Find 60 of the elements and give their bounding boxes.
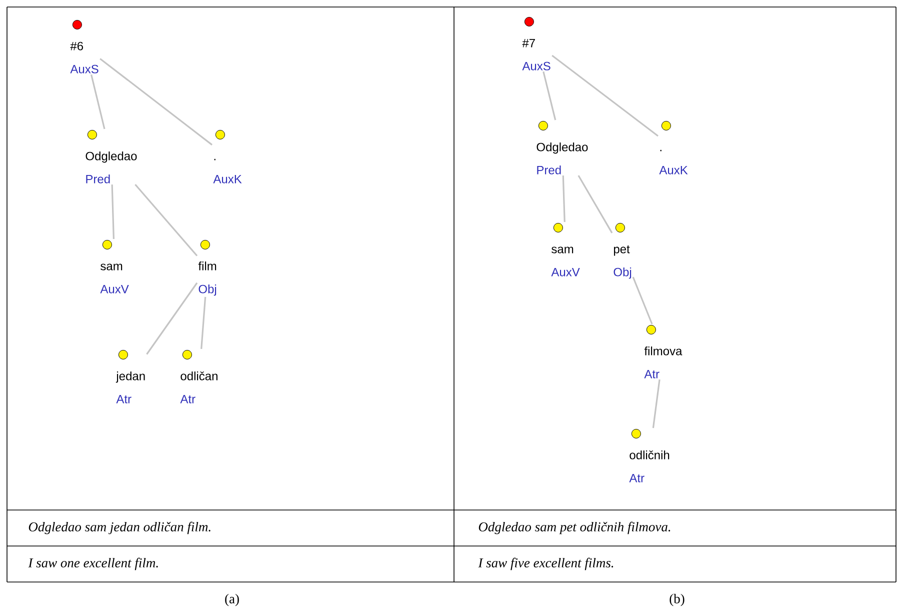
- tree-node: sam AuxV: [100, 240, 129, 294]
- node-label: AuxS: [522, 62, 550, 70]
- node-label: sam: [552, 246, 574, 254]
- node-label: Obj: [614, 268, 632, 279]
- node-label: film: [198, 262, 216, 270]
- node-label: Obj: [198, 284, 216, 296]
- sentence-text: I saw five excellent films.: [478, 558, 614, 570]
- sentence-text: I saw one excellent film.: [28, 558, 158, 570]
- node-label: Atr: [180, 394, 196, 404]
- node-label: pet: [614, 245, 630, 256]
- node-label: AuxV: [551, 268, 580, 276]
- tree-node: #6 AuxS: [70, 20, 98, 74]
- tree-node: #7 AuxS: [522, 16, 550, 70]
- node-label: .: [660, 150, 662, 152]
- node-label: AuxK: [659, 166, 688, 174]
- node-label: Odgledao: [536, 142, 588, 154]
- sentence-text: Odgledao sam jedan odličan film.: [28, 522, 210, 534]
- tree-edge: [111, 184, 115, 240]
- tree-node: pet Obj: [614, 222, 632, 279]
- node-label: sam: [100, 264, 122, 270]
- tree-node: film Obj: [198, 240, 216, 296]
- tree-edge: [578, 175, 613, 234]
- node-label: Odgledao: [86, 152, 137, 163]
- node-label: Atr: [116, 394, 132, 404]
- sentence-text: Odgledao sam pet odličnih filmova.: [478, 522, 670, 534]
- node-label: #6: [70, 42, 84, 50]
- tree-edge: [552, 54, 658, 137]
- tree-edge: [200, 296, 206, 350]
- tree-node: Odgledao Pred: [86, 130, 137, 184]
- node-label: jedan: [116, 372, 145, 383]
- node-label: odličan: [180, 371, 218, 380]
- tree-node: odličan Atr: [180, 350, 218, 404]
- node-label: Pred: [537, 166, 561, 174]
- tree-edge: [100, 58, 212, 146]
- tree-edge: [134, 184, 198, 256]
- node-label: Atr: [644, 370, 660, 378]
- tree-node: . AuxK: [659, 120, 688, 174]
- tree-edge: [652, 379, 660, 428]
- tree-edge: [146, 282, 198, 355]
- node-label: #7: [522, 38, 535, 48]
- panel-label: (b): [670, 594, 684, 606]
- tree-edge: [562, 175, 566, 222]
- node-label: AuxV: [100, 284, 129, 294]
- tree-node: jedan Atr: [116, 350, 145, 404]
- node-label: AuxS: [70, 64, 98, 74]
- tree-edge: [542, 71, 556, 120]
- panel-label: (a): [225, 594, 239, 606]
- tree-edge: [632, 276, 653, 324]
- tree-edge: [90, 74, 106, 130]
- node-label: odličnih: [630, 450, 670, 460]
- node-label: .: [214, 158, 216, 160]
- tree-node: sam AuxV: [551, 222, 580, 276]
- node-label: Atr: [629, 474, 644, 482]
- node-label: AuxK: [213, 174, 242, 184]
- tree-node: Odgledao Pred: [536, 120, 588, 174]
- tree-node: filmova Atr: [644, 324, 682, 378]
- tree-node: . AuxK: [213, 130, 242, 184]
- tree-node: odličnih Atr: [629, 428, 670, 482]
- node-label: Pred: [86, 174, 110, 184]
- node-label: filmova: [644, 346, 682, 356]
